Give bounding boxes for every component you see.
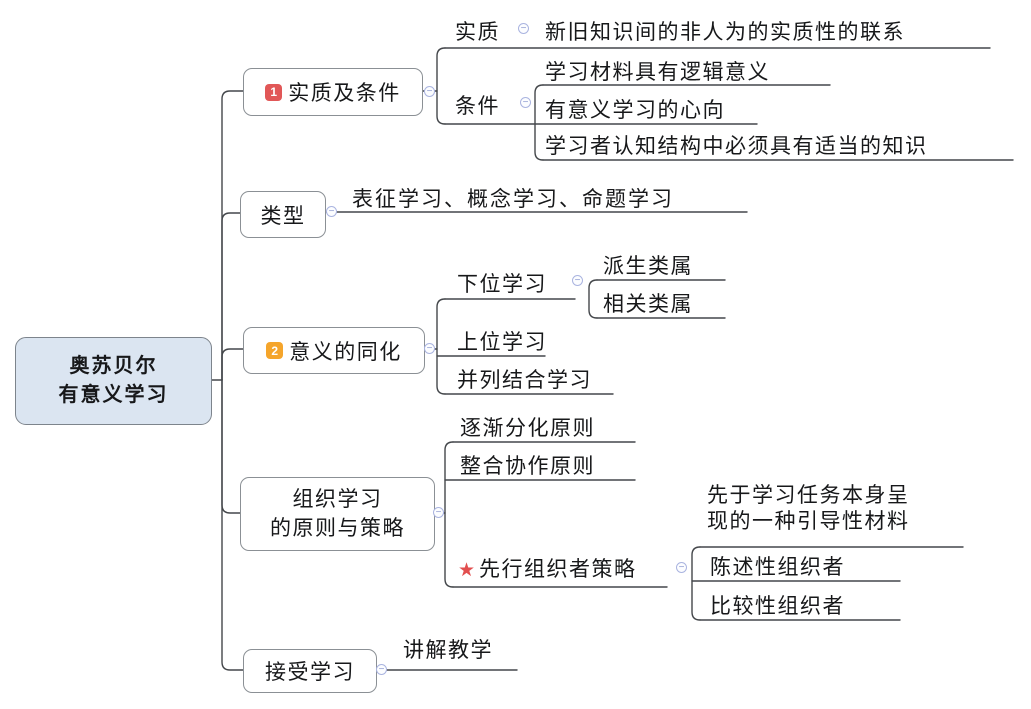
collapse-btn-essence-conditions[interactable]: − — [424, 86, 435, 97]
topic-superordinate-learning[interactable]: 上位学习 — [457, 331, 547, 354]
topic-expository-teaching[interactable]: 讲解教学 — [403, 639, 493, 662]
topic-type-list[interactable]: 表征学习、概念学习、命题学习 — [352, 188, 674, 211]
topic-condition-logical-meaning[interactable]: 学习材料具有逻辑意义 — [545, 61, 770, 84]
branch-essence-conditions-label: 实质及条件 — [288, 82, 401, 105]
collapse-btn-reception[interactable]: − — [376, 664, 387, 675]
topic-advance-organizer-label: 先行组织者策略 — [479, 558, 637, 581]
root-title-line2: 有意义学习 — [58, 384, 169, 406]
topic-conditions[interactable]: 条件 — [455, 95, 500, 118]
branch-types-label: 类型 — [260, 204, 306, 228]
topic-advance-organizer[interactable]: ★先行组织者策略 — [458, 553, 637, 583]
topic-subordinate-learning[interactable]: 下位学习 — [457, 273, 547, 296]
root-node[interactable]: 奥苏贝尔 有意义学习 — [15, 337, 212, 425]
collapse-btn-organizing[interactable]: − — [433, 507, 444, 518]
collapse-btn-conditions[interactable]: − — [520, 97, 531, 108]
numbered-badge-2-icon: 2 — [266, 342, 284, 359]
branch-node-organizing-principles[interactable]: 组织学习 的原则与策略 — [240, 477, 435, 551]
topic-progressive-differentiation[interactable]: 逐渐分化原则 — [460, 417, 595, 440]
branch-node-essence-conditions[interactable]: 1 实质及条件 — [243, 68, 423, 116]
topic-integrative-reconciliation[interactable]: 整合协作原则 — [460, 455, 595, 478]
branch-reception-learning-label: 接受学习 — [265, 661, 355, 684]
branch-organizing-label-line1: 组织学习 — [292, 487, 383, 511]
branch-node-meaning-assimilation[interactable]: 2 意义的同化 — [243, 327, 425, 374]
branch-node-types[interactable]: 类型 — [240, 191, 326, 238]
topic-correlative-subsumption[interactable]: 相关类属 — [603, 293, 693, 316]
topic-combinatorial-learning[interactable]: 并列结合学习 — [457, 369, 592, 392]
topic-expository-organizer[interactable]: 陈述性组织者 — [710, 556, 845, 579]
collapse-btn-subordinate[interactable]: − — [572, 275, 583, 286]
collapse-btn-advance-organizer[interactable]: − — [676, 562, 687, 573]
numbered-badge-1-icon: 1 — [265, 83, 283, 101]
branch-node-reception-learning[interactable]: 接受学习 — [243, 649, 377, 693]
topic-derivative-subsumption[interactable]: 派生类属 — [603, 255, 693, 278]
topic-essence[interactable]: 实质 — [455, 21, 500, 44]
topic-advance-organizer-definition[interactable]: 先于学习任务本身呈现的一种引导性材料 — [707, 484, 910, 533]
branch-meaning-assimilation-label: 意义的同化 — [289, 340, 402, 364]
collapse-btn-meaning-assimilation[interactable]: − — [424, 343, 435, 354]
star-icon: ★ — [458, 560, 476, 581]
root-title-line1: 奥苏贝尔 — [69, 355, 158, 377]
topic-comparative-organizer[interactable]: 比较性组织者 — [710, 595, 845, 618]
topic-condition-learning-set[interactable]: 有意义学习的心向 — [545, 99, 725, 122]
topic-condition-cognitive-structure[interactable]: 学习者认知结构中必须具有适当的知识 — [545, 135, 928, 158]
topic-essence-detail[interactable]: 新旧知识间的非人为的实质性的联系 — [545, 21, 905, 44]
collapse-btn-essence[interactable]: − — [518, 23, 529, 34]
branch-organizing-label-line2: 的原则与策略 — [270, 517, 405, 540]
collapse-btn-types[interactable]: − — [326, 206, 337, 217]
